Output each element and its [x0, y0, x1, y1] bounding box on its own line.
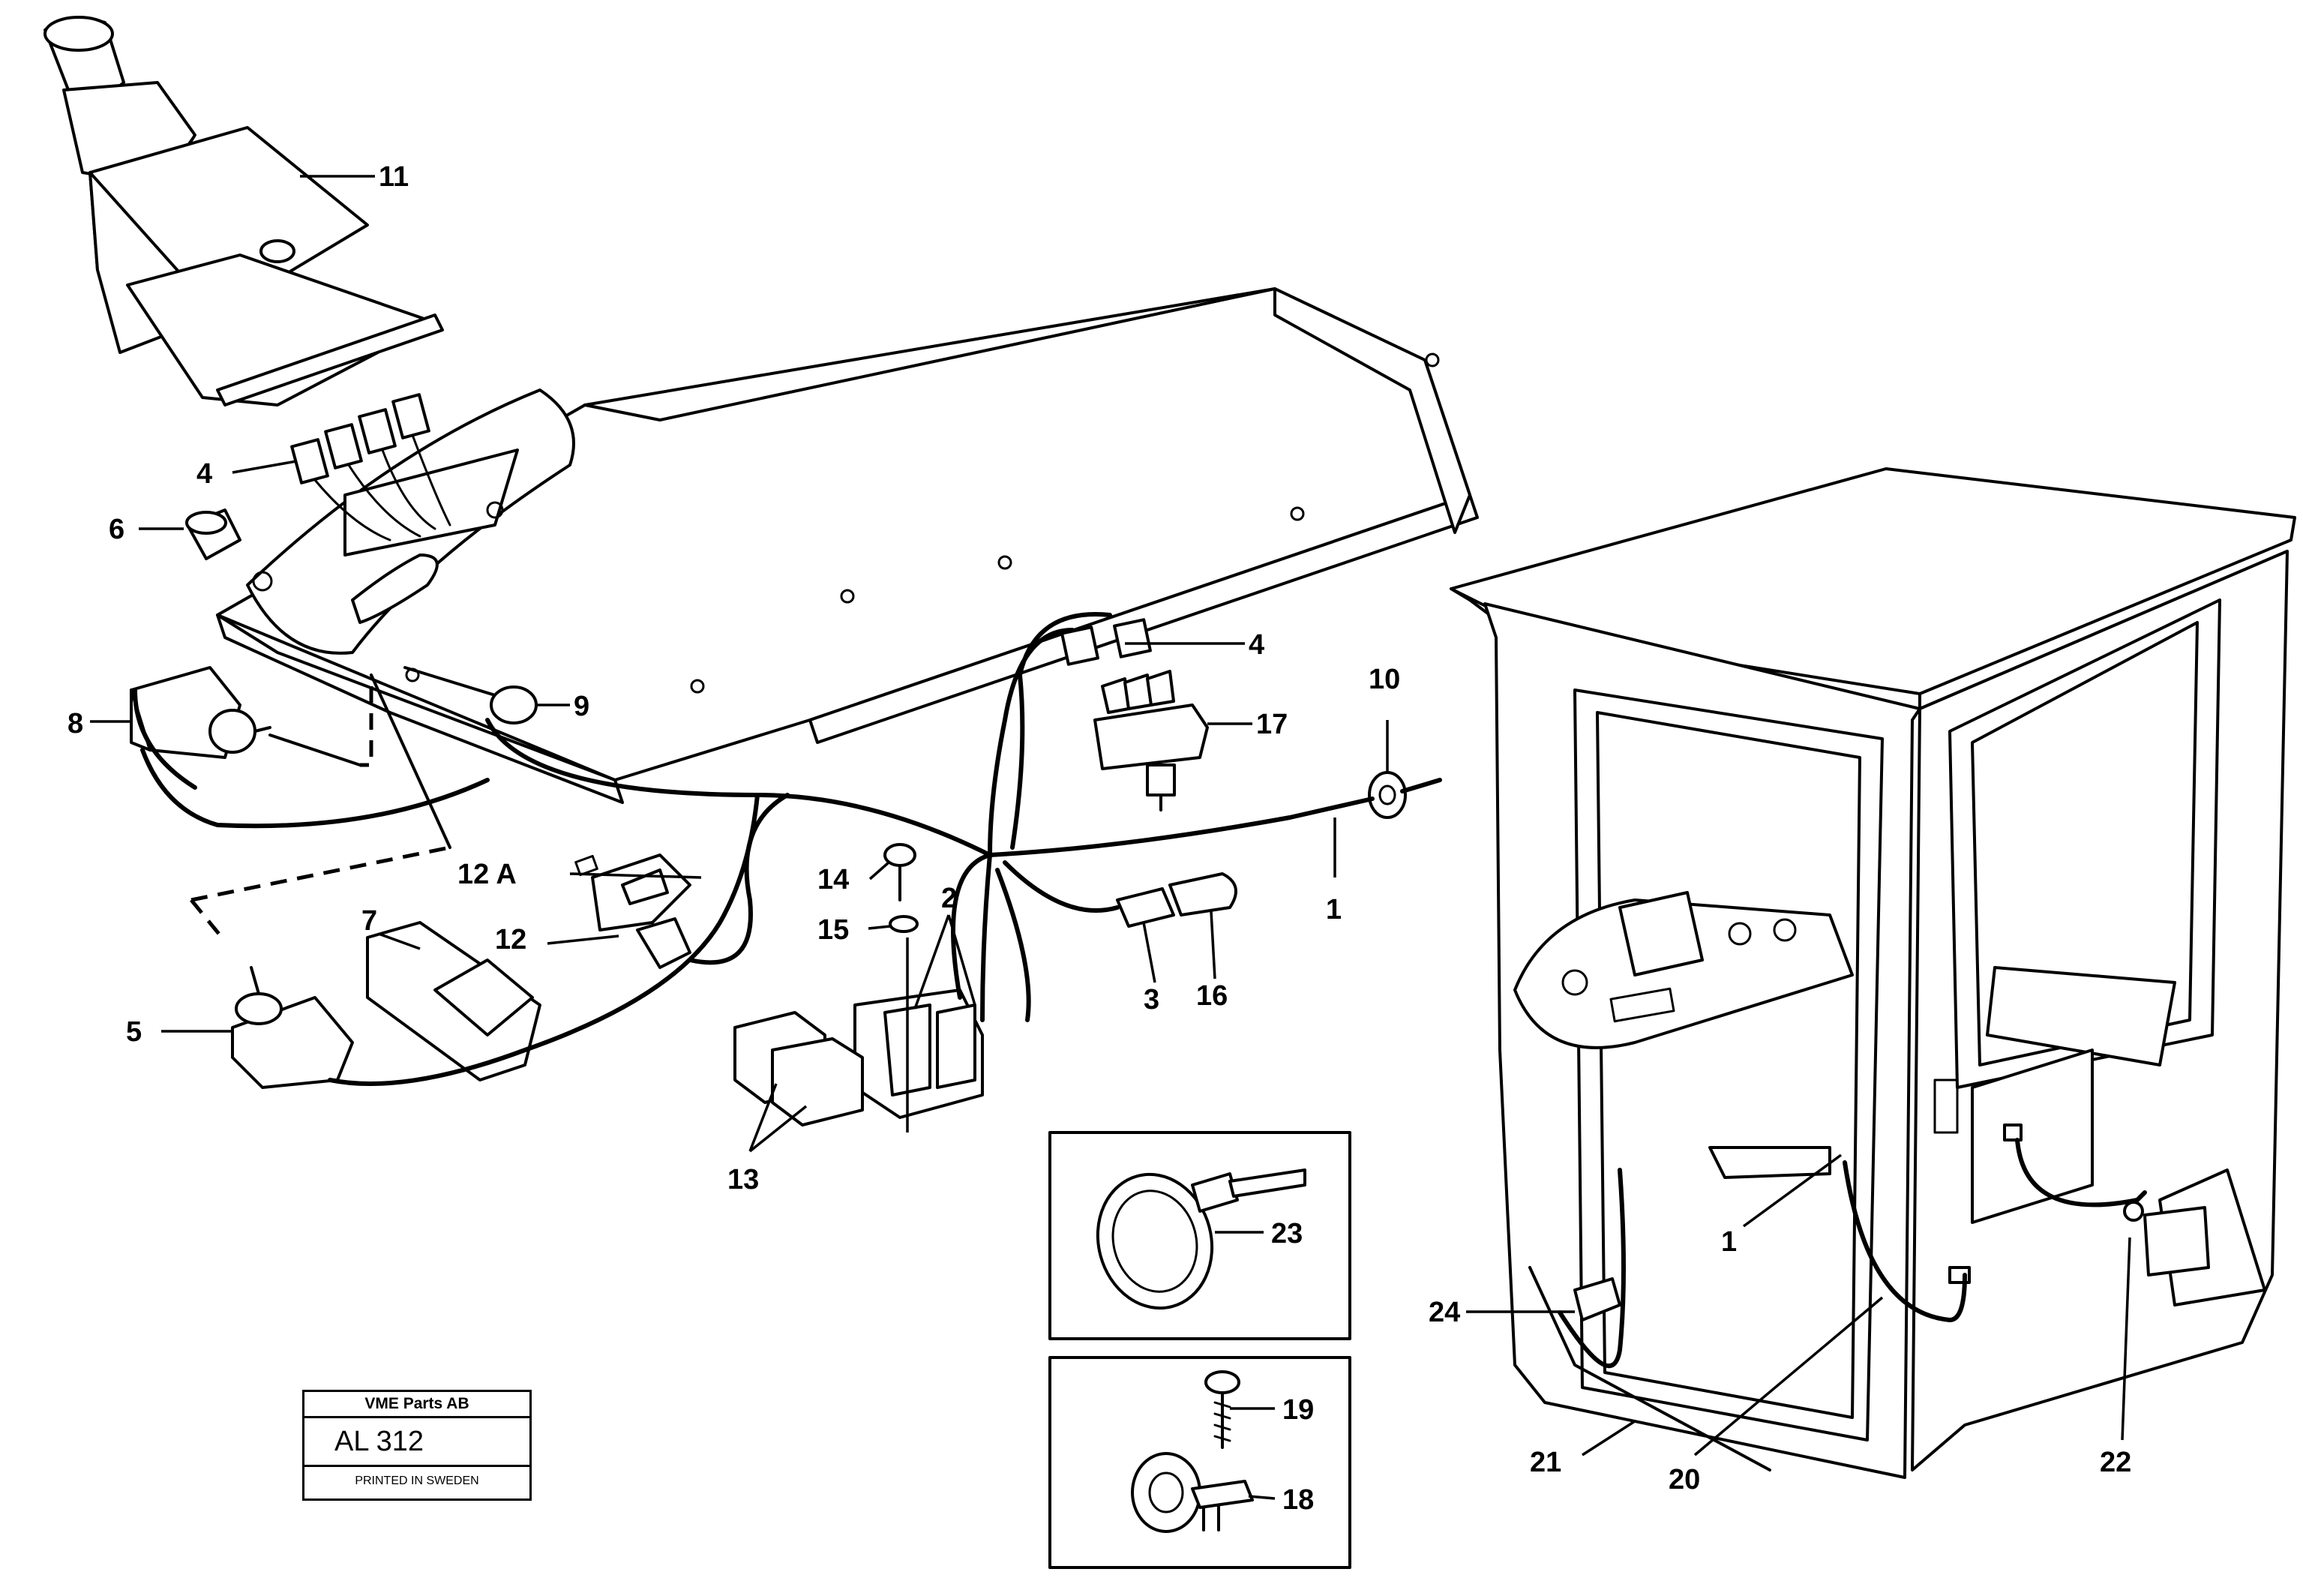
callout-12: 12	[495, 924, 526, 956]
cab-part	[1450, 467, 2296, 1479]
callout-12a: 12 A	[457, 859, 517, 890]
detail-box-clip	[1048, 1356, 1351, 1569]
callout-3: 3	[1144, 984, 1159, 1016]
callout-1: 1	[1326, 894, 1342, 926]
callout-22: 22	[2100, 1447, 2131, 1478]
callout-2: 2	[941, 883, 957, 914]
callout-24: 24	[1429, 1297, 1460, 1328]
connectors-upper	[290, 393, 451, 542]
grommet-10-part	[1368, 771, 1442, 819]
knob-9-part	[403, 666, 538, 724]
callout-19: 19	[1282, 1394, 1314, 1426]
callout-7: 7	[361, 905, 377, 937]
detail-box-cable-tie	[1048, 1131, 1351, 1340]
switch-5-part	[231, 966, 354, 1089]
callout-18: 18	[1282, 1484, 1314, 1516]
callout-1-cab: 1	[1721, 1226, 1737, 1258]
callout-5: 5	[126, 1016, 142, 1048]
callout-16: 16	[1196, 980, 1228, 1012]
callout-15: 15	[817, 914, 849, 946]
callout-11: 11	[379, 161, 409, 193]
connector-16-part	[1168, 872, 1237, 916]
callout-4-lower: 4	[1249, 629, 1264, 661]
relay-holder-part	[853, 988, 984, 1119]
relay-parts	[733, 1011, 864, 1126]
screw-washer-part	[883, 843, 919, 1132]
callout-10: 10	[1369, 664, 1400, 695]
callout-6: 6	[109, 514, 124, 545]
armrest-console	[216, 287, 1479, 804]
knob-part	[185, 508, 241, 560]
module-7-part	[366, 921, 541, 1082]
clip-screw-part	[1131, 1370, 1254, 1533]
callout-13: 13	[727, 1164, 759, 1196]
switch-8-part	[130, 666, 271, 759]
callout-17: 17	[1256, 709, 1288, 740]
wiring-harness	[133, 612, 1375, 1086]
callout-21: 21	[1530, 1447, 1561, 1478]
leader-lines	[90, 175, 2131, 1500]
cab-wiring	[1558, 1138, 2147, 1369]
connector-3-part	[1116, 887, 1175, 928]
callout-8: 8	[67, 708, 83, 740]
callout-4-upper: 4	[196, 458, 212, 490]
cable-tie-part	[1096, 1168, 1306, 1310]
stamp-company: VME Parts AB	[304, 1392, 529, 1418]
joystick-part	[43, 16, 444, 406]
stamp-code: AL 312	[304, 1418, 529, 1467]
switch-17-part	[1060, 618, 1209, 812]
parts-stamp: VME Parts AB AL 312 PRINTED IN SWEDEN	[302, 1390, 532, 1501]
stamp-printed: PRINTED IN SWEDEN	[355, 1474, 479, 1487]
callout-14: 14	[817, 864, 849, 896]
callout-23: 23	[1271, 1218, 1303, 1250]
callout-20: 20	[1669, 1464, 1700, 1496]
switch-12-part	[574, 854, 691, 969]
callout-9: 9	[574, 691, 589, 722]
